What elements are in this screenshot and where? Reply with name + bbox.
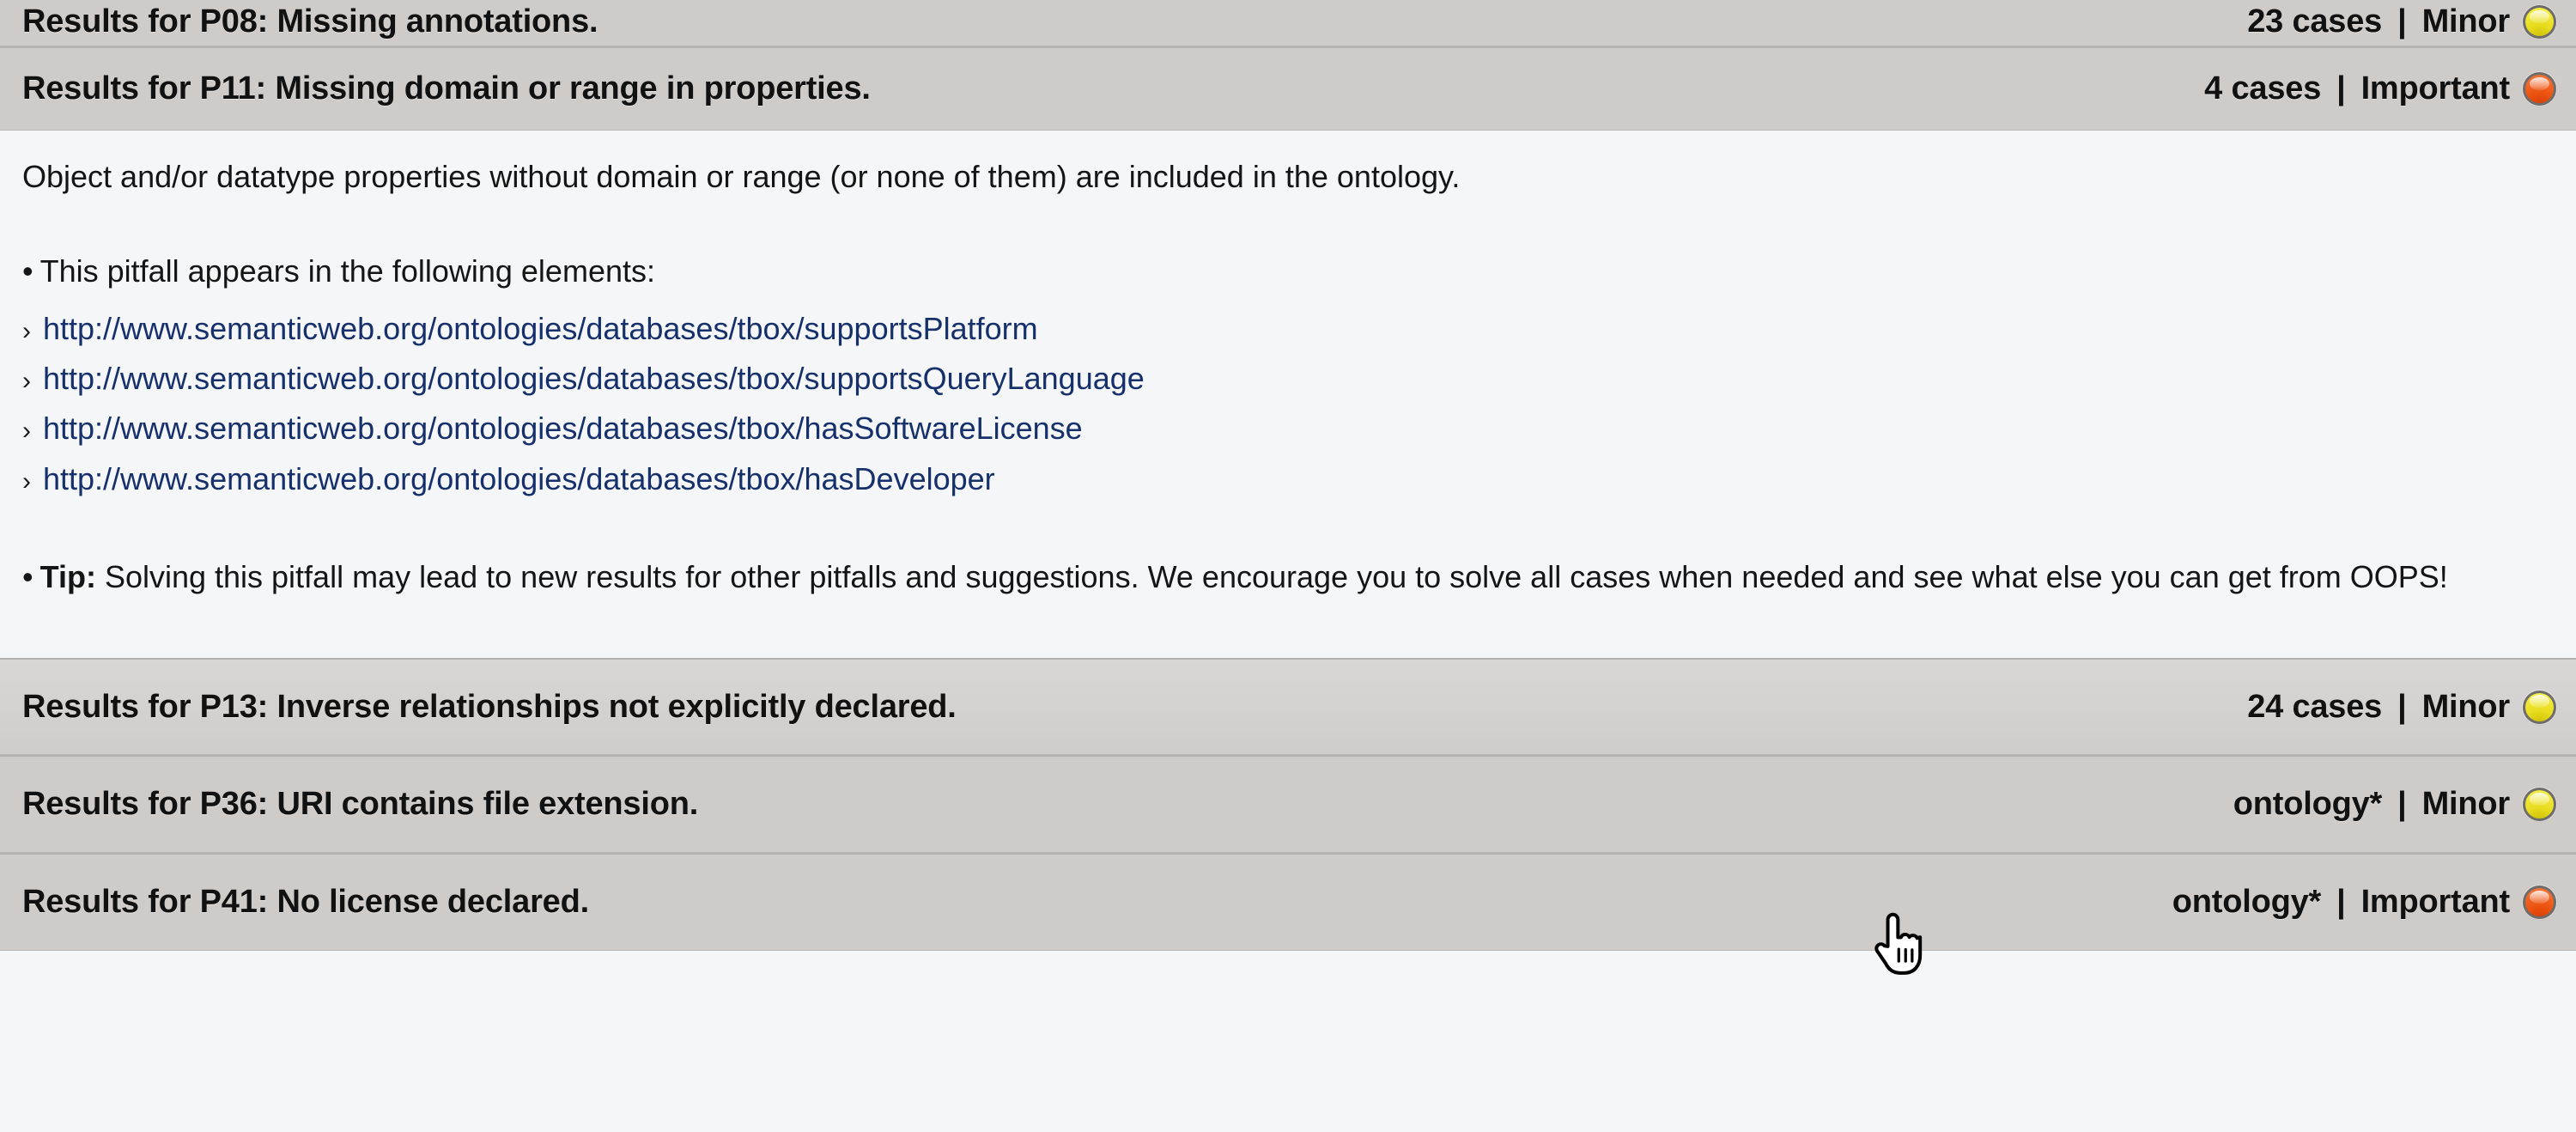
- pitfall-description: Object and/or datatype properties withou…: [22, 159, 1461, 194]
- tip-label: Tip:: [39, 558, 96, 594]
- list-item[interactable]: › http://www.semanticweb.org/ontologies/…: [22, 403, 2554, 453]
- pitfall-header-p13[interactable]: Results for P13: Inverse relationships n…: [0, 658, 2576, 756]
- bullet-icon: •: [22, 253, 33, 289]
- severity-dot-minor-icon: [2525, 8, 2554, 36]
- meta-separator: |: [2397, 786, 2407, 823]
- pitfall-severity-p13: Minor: [2421, 688, 2511, 725]
- pitfall-count-p36: ontology*: [2233, 786, 2383, 823]
- pitfall-body-p11: Object and/or datatype properties withou…: [0, 131, 2576, 659]
- meta-separator: |: [2397, 3, 2407, 40]
- pitfall-header-p08[interactable]: Results for P08: Missing annotations. 23…: [0, 0, 2576, 46]
- chevron-right-icon: ›: [22, 417, 31, 446]
- affected-elements-list: › http://www.semanticweb.org/ontologies/…: [22, 303, 2554, 503]
- pitfall-count-p13: 24 cases: [2247, 688, 2383, 725]
- chevron-right-icon: ›: [22, 317, 31, 346]
- element-uri-link[interactable]: http://www.semanticweb.org/ontologies/da…: [43, 411, 1083, 447]
- element-uri-link[interactable]: http://www.semanticweb.org/ontologies/da…: [43, 460, 995, 496]
- bullet-icon: •: [22, 558, 33, 594]
- severity-dot-important-icon: [2525, 888, 2554, 917]
- tip-text: Solving this pitfall may lead to new res…: [95, 558, 2448, 594]
- pitfall-severity-p36: Minor: [2421, 786, 2511, 823]
- pitfall-header-p36[interactable]: Results for P36: URI contains file exten…: [0, 755, 2576, 854]
- pitfall-header-p41[interactable]: Results for P41: No license declared. on…: [0, 853, 2576, 952]
- pitfall-title-p11: Results for P11: Missing domain or range…: [22, 70, 871, 107]
- severity-dot-minor-icon: [2525, 692, 2554, 721]
- element-uri-link[interactable]: http://www.semanticweb.org/ontologies/da…: [43, 311, 1038, 347]
- pitfall-title-p13: Results for P13: Inverse relationships n…: [22, 688, 957, 725]
- chevron-right-icon: ›: [22, 466, 31, 496]
- list-item[interactable]: › http://www.semanticweb.org/ontologies/…: [22, 353, 2554, 403]
- meta-separator: |: [2336, 70, 2346, 107]
- pitfall-count-p41: ontology*: [2172, 884, 2322, 921]
- pitfall-count-p11: 4 cases: [2204, 70, 2322, 107]
- severity-dot-important-icon: [2525, 75, 2554, 103]
- pitfall-tip: •Tip: Solving this pitfall may lead to n…: [22, 557, 2554, 598]
- pitfall-count-p08: 23 cases: [2247, 3, 2383, 40]
- element-uri-link[interactable]: http://www.semanticweb.org/ontologies/da…: [43, 361, 1145, 397]
- pitfall-meta-p11: 4 cases | Important: [2204, 70, 2554, 107]
- chevron-right-icon: ›: [22, 367, 31, 396]
- pitfall-meta-p13: 24 cases | Minor: [2247, 689, 2554, 726]
- elements-heading-text: This pitfall appears in the following el…: [39, 253, 655, 289]
- pitfall-title-p36: Results for P36: URI contains file exten…: [22, 786, 699, 823]
- pitfall-title-p41: Results for P41: No license declared.: [22, 884, 589, 921]
- pitfall-header-p11[interactable]: Results for P11: Missing domain or range…: [0, 46, 2576, 131]
- severity-dot-minor-icon: [2525, 790, 2554, 819]
- elements-heading: •This pitfall appears in the following e…: [22, 251, 2554, 292]
- pitfall-title-p08: Results for P08: Missing annotations.: [22, 3, 598, 40]
- pitfall-meta-p36: ontology* | Minor: [2233, 786, 2554, 823]
- pitfall-severity-p11: Important: [2360, 70, 2511, 107]
- list-item[interactable]: › http://www.semanticweb.org/ontologies/…: [22, 453, 2554, 503]
- list-item[interactable]: › http://www.semanticweb.org/ontologies/…: [22, 303, 2554, 353]
- meta-separator: |: [2397, 688, 2407, 725]
- pitfall-meta-p41: ontology* | Important: [2172, 884, 2554, 921]
- pitfall-severity-p41: Important: [2360, 884, 2511, 921]
- pitfall-meta-p08: 23 cases | Minor: [2247, 3, 2554, 40]
- pitfall-severity-p08: Minor: [2421, 3, 2511, 40]
- meta-separator: |: [2336, 884, 2346, 921]
